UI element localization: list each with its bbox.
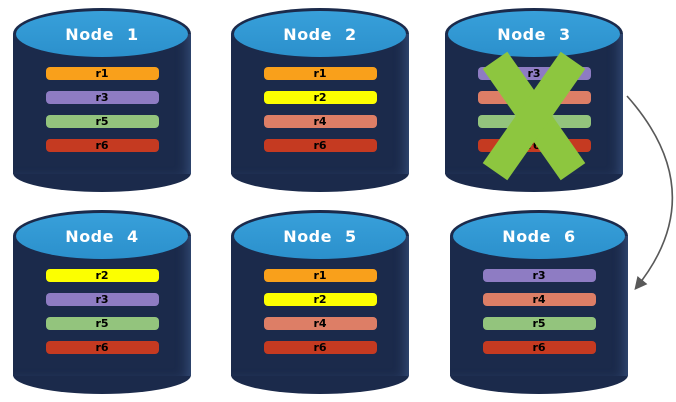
replica-bar: r2	[263, 293, 377, 306]
replica-bar: r5	[45, 115, 159, 128]
node-6: Node 6 r3 r4 r5 r6	[450, 210, 628, 394]
node-title: Node 2	[283, 24, 357, 44]
replica-bar: r4	[482, 293, 596, 306]
replica-bar: r1	[45, 67, 159, 80]
replica-bar: r6	[263, 341, 377, 354]
node-title: Node 1	[65, 24, 139, 44]
replica-bar: r6	[482, 341, 596, 354]
node-title: Node 3	[497, 24, 571, 44]
replica-bar: r5	[482, 317, 596, 330]
replica-list: r1 r2 r4 r6	[231, 67, 409, 152]
node-3: Node 3 r3 r4 r5 r6	[445, 8, 623, 192]
node-5: Node 5 r1 r2 r4 r6	[231, 210, 409, 394]
replica-list: r1 r2 r4 r6	[231, 269, 409, 354]
replica-bar: r3	[45, 293, 159, 306]
node-1: Node 1 r1 r3 r5 r6	[13, 8, 191, 192]
cylinder-top-face: Node 3	[448, 11, 620, 57]
replica-bar: r3	[45, 91, 159, 104]
node-title: Node 6	[502, 226, 576, 246]
node-title: Node 5	[283, 226, 357, 246]
replica-list: r3 r4 r5 r6	[450, 269, 628, 354]
replica-bar: r2	[263, 91, 377, 104]
replica-bar: r6	[45, 139, 159, 152]
node-2: Node 2 r1 r2 r4 r6	[231, 8, 409, 192]
cylinder-top-face: Node 6	[453, 213, 625, 259]
replica-bar: r4	[263, 115, 377, 128]
node-title: Node 4	[65, 226, 139, 246]
node-4: Node 4 r2 r3 r5 r6	[13, 210, 191, 394]
replica-list: r2 r3 r5 r6	[13, 269, 191, 354]
replica-bar: r3	[482, 269, 596, 282]
replica-bar: r5	[45, 317, 159, 330]
cylinder-top-face: Node 1	[16, 11, 188, 57]
replica-bar: r1	[263, 67, 377, 80]
cylinder-top-face: Node 4	[16, 213, 188, 259]
cylinder-top-face: Node 2	[234, 11, 406, 57]
replica-bar: r4	[263, 317, 377, 330]
replica-bar: r1	[263, 269, 377, 282]
replica-list: r1 r3 r5 r6	[13, 67, 191, 152]
replica-bar: r2	[45, 269, 159, 282]
replica-bar: r6	[263, 139, 377, 152]
cylinder-top-face: Node 5	[234, 213, 406, 259]
replica-bar: r6	[45, 341, 159, 354]
